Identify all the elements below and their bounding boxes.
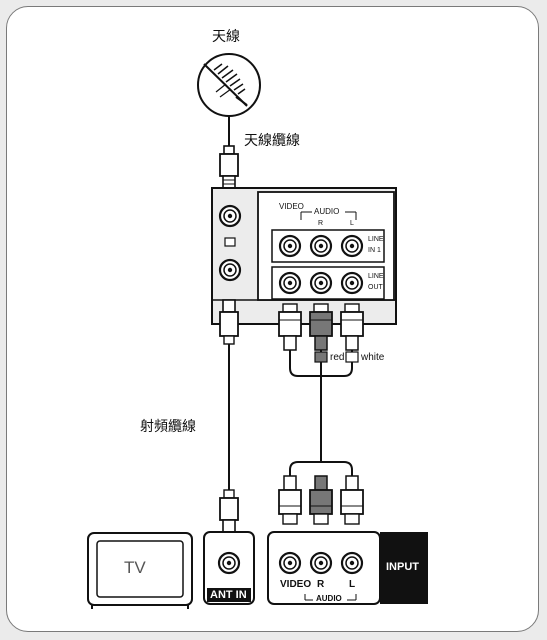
red-cable-label: red <box>330 352 345 363</box>
line-in-label-2: IN 1 <box>368 247 381 254</box>
input-panel <box>267 531 428 605</box>
panel-audio-label: AUDIO <box>314 207 340 216</box>
white-cable-label: white <box>361 352 385 363</box>
ant-in-panel <box>203 531 255 605</box>
device-back-panel <box>211 187 397 325</box>
rf-plug-top-icon <box>219 299 239 345</box>
tv-video-label: VIDEO <box>280 579 312 590</box>
rf-plug-bottom-icon <box>219 489 239 533</box>
tv-l-label: L <box>349 579 356 590</box>
audio-cable-loop-bottom <box>289 461 353 476</box>
panel-l-label: L <box>350 220 354 227</box>
ant-in-label: ANT IN <box>210 589 247 601</box>
rf-cable-label: 射頻纜線 <box>140 419 196 435</box>
white-plug-marker <box>345 351 359 363</box>
input-label: INPUT <box>386 561 419 573</box>
tv-r-label: R <box>317 579 325 590</box>
rca-plugs-top <box>278 303 364 351</box>
antenna-icon <box>197 53 261 117</box>
line-out-label-1: LINE <box>368 273 384 280</box>
tv-audio-label: AUDIO <box>316 594 342 603</box>
panel-r-label: R <box>318 220 324 227</box>
antenna-cable-label: 天線纜線 <box>244 133 300 149</box>
red-plug-marker <box>314 351 328 363</box>
tv-label: TV <box>124 558 146 577</box>
antenna-label: 天線 <box>212 29 240 45</box>
rca-plugs-bottom <box>278 475 364 525</box>
tv-icon <box>87 532 193 609</box>
line-in-label-1: LINE <box>368 236 384 243</box>
panel-video-label: VIDEO <box>279 202 304 211</box>
line-out-label-2: OUT <box>368 284 383 291</box>
coax-plug-top-icon <box>219 145 239 191</box>
